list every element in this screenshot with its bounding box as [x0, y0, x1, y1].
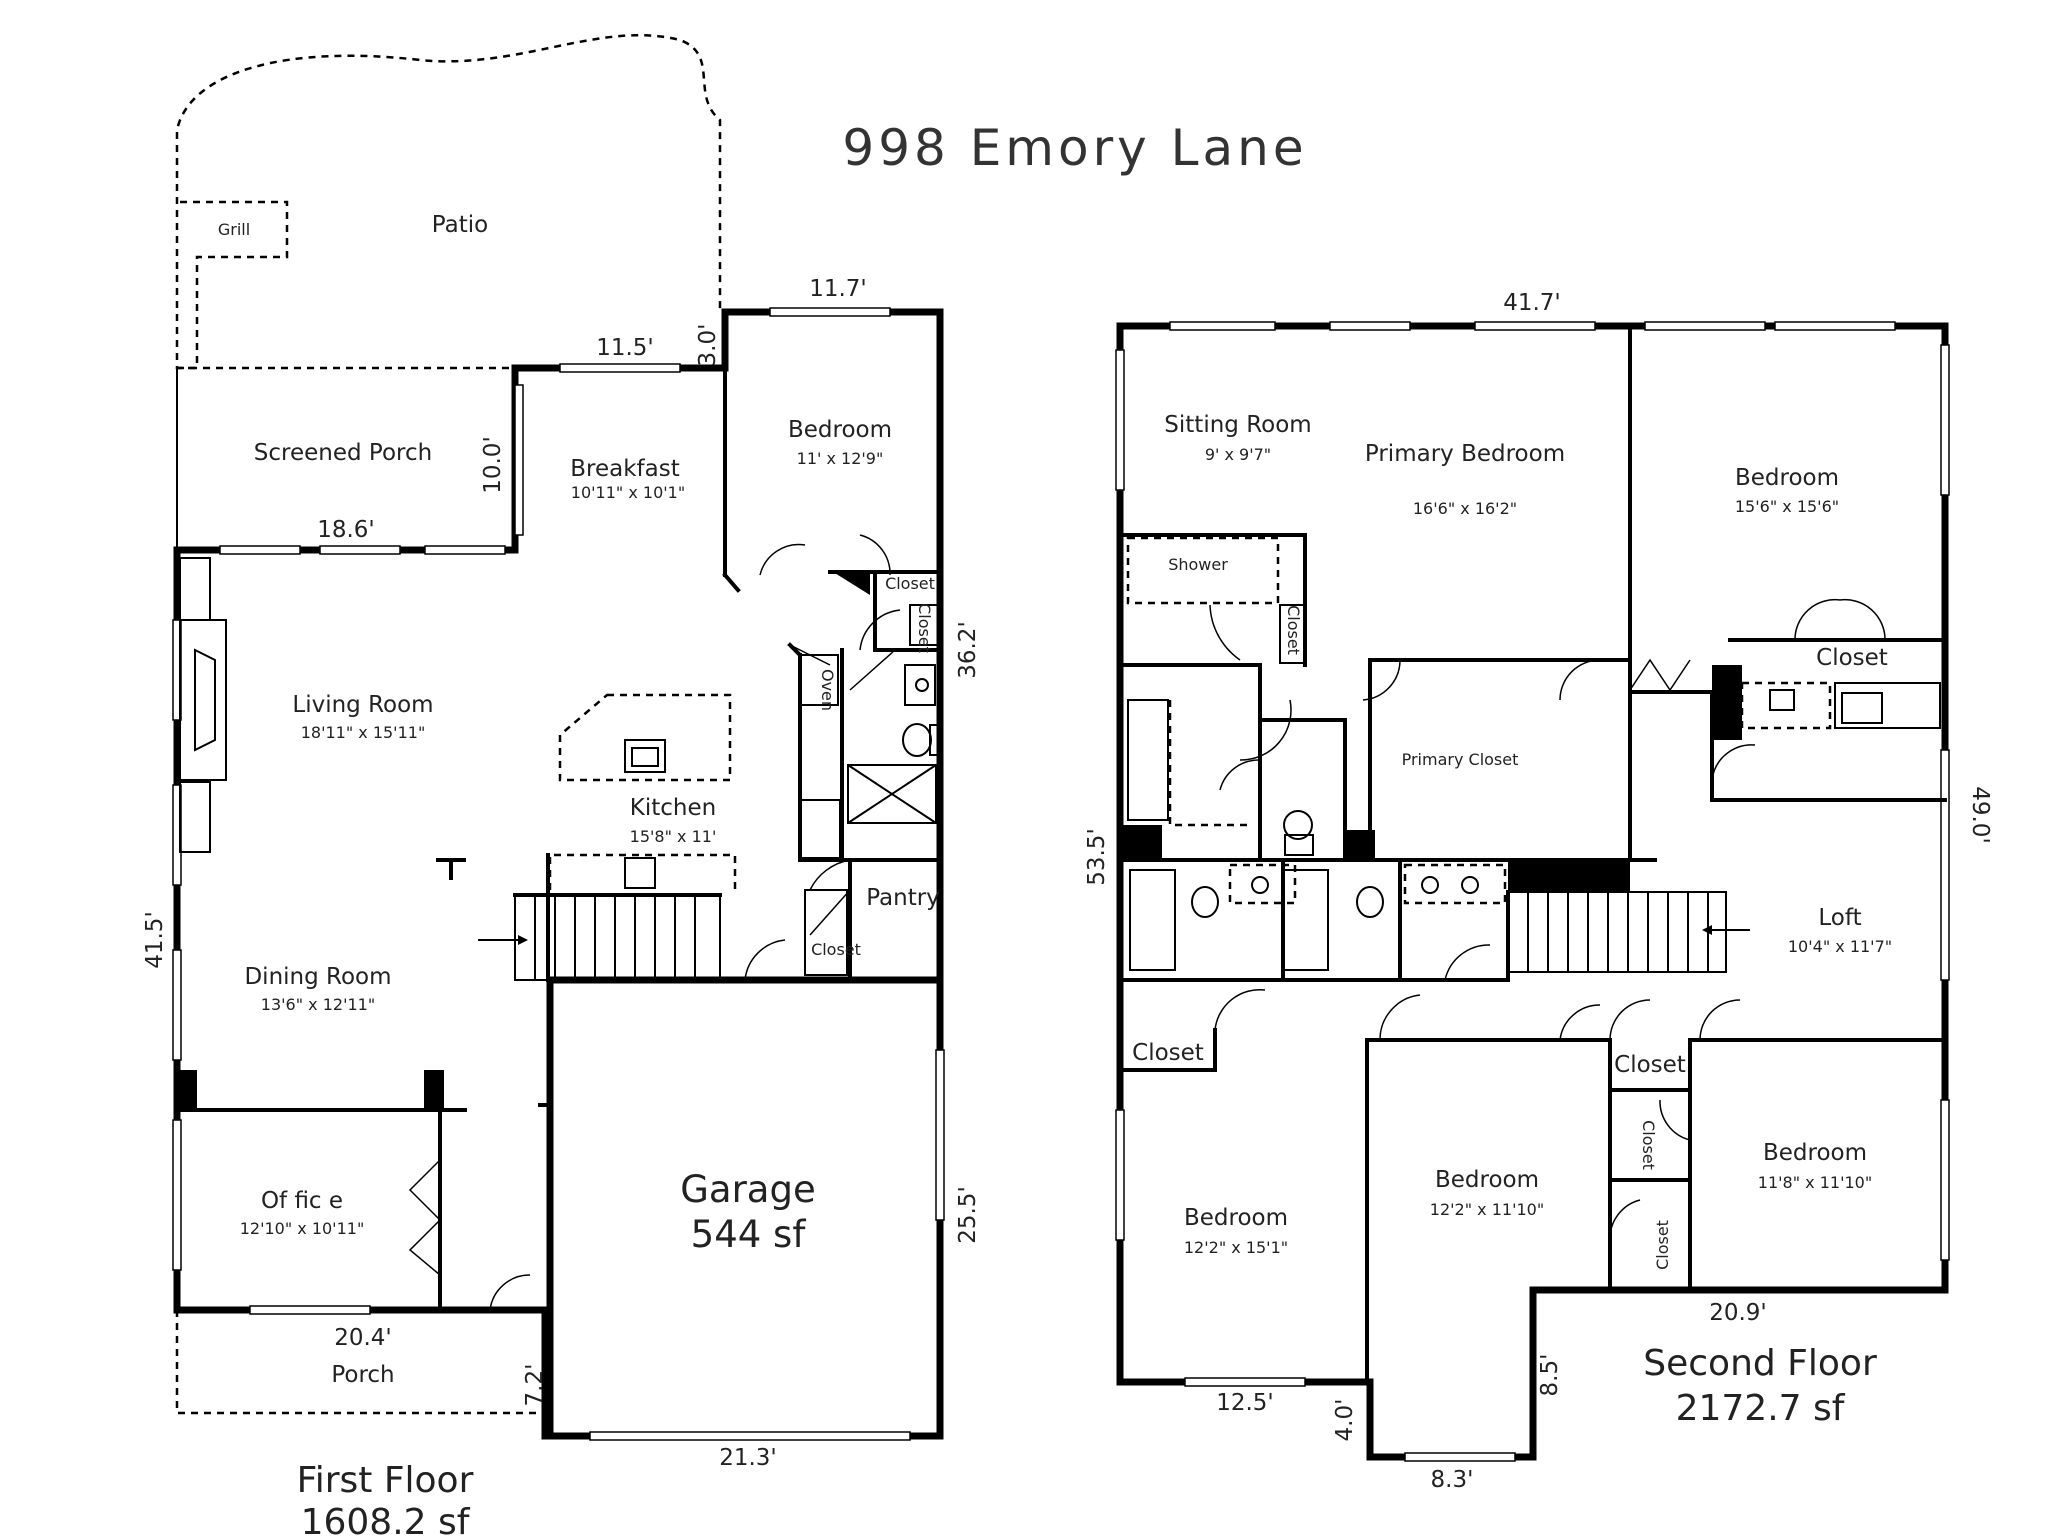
dim-right-depth-2: 49.0' [1967, 786, 1993, 844]
dim-lower-left-width: 12.5' [1216, 1390, 1274, 1416]
dim-garage-depth: 25.5' [955, 1186, 981, 1244]
sitting-room-label: Sitting Room [1164, 412, 1311, 438]
dim-bedroom-width: 11.7' [809, 276, 867, 302]
dim-porch-width: 18.6' [317, 517, 375, 543]
shower-label: Shower [1168, 555, 1228, 574]
patio-label: Patio [432, 212, 488, 238]
bedroom-4-label: Bedroom [1435, 1167, 1539, 1193]
loft-dims: 10'4" x 11'7" [1788, 937, 1892, 956]
porch-label: Porch [331, 1362, 394, 1388]
dining-room-label: Dining Room [244, 964, 391, 990]
primary-bedroom-label: Primary Bedroom [1365, 441, 1565, 467]
dim-breakfast-width: 11.5' [596, 335, 654, 361]
pantry-closet-label: Closet [811, 940, 861, 959]
dim-left-depth-2: 53.5' [1084, 828, 1110, 886]
bedroom-3-label: Bedroom [1184, 1205, 1288, 1231]
first-floor-area: 1608.2 sf [301, 1502, 471, 1536]
garage-label: Garage [680, 1168, 815, 1211]
garage-area: 544 sf [691, 1213, 807, 1256]
kitchen-island [558, 693, 732, 782]
sitting-room-dims: 9' x 9'7" [1205, 445, 1271, 464]
bedroom-closet-c-label: Closet [1653, 1220, 1672, 1270]
second-floor-plan [1115, 321, 1950, 1462]
bedroom-2-closet-label: Closet [1816, 645, 1888, 671]
loft-label: Loft [1818, 905, 1861, 931]
primary-bath-closet-label: Closet [1284, 605, 1303, 655]
bedroom-1-label: Bedroom [788, 417, 892, 443]
first-floor-label: First Floor [297, 1460, 474, 1501]
plan-title: 998 Emory Lane [842, 119, 1307, 177]
kitchen-label: Kitchen [630, 795, 716, 821]
hall-closet-2-label: Closet [1132, 1040, 1204, 1066]
primary-bedroom-dims: 16'6" x 16'2" [1413, 499, 1517, 518]
bedroom-closet-a-label: Closet [1614, 1052, 1686, 1078]
living-room-label: Living Room [292, 692, 433, 718]
bedroom-3-dims: 12'2" x 15'1" [1184, 1238, 1288, 1257]
dim-left-depth: 41.5' [142, 911, 168, 969]
bedroom-5-label: Bedroom [1763, 1140, 1867, 1166]
kitchen-dims: 15'8" x 11' [630, 827, 717, 846]
grill-label: Grill [218, 220, 250, 239]
bedroom-closet-b-label: Closet [1639, 1120, 1658, 1170]
dim-step-depth: 4.0' [1332, 1399, 1358, 1442]
patio-outline [175, 33, 722, 370]
second-floor-area: 2172.7 sf [1676, 1388, 1846, 1429]
second-floor-label: Second Floor [1643, 1343, 1877, 1384]
office-dims: 12'10" x 10'11" [240, 1219, 365, 1238]
dining-room-dims: 13'6" x 12'11" [261, 995, 375, 1014]
dim-top-width: 41.7' [1503, 290, 1561, 316]
dim-lower-right-width: 20.9' [1709, 1300, 1767, 1326]
bedroom-1-dims: 11' x 12'9" [797, 449, 884, 468]
primary-closet-label: Primary Closet [1402, 750, 1519, 769]
bedroom-2-dims: 15'6" x 15'6" [1735, 497, 1839, 516]
dim-step: 3.0' [695, 324, 721, 367]
breakfast-dims: 10'11" x 10'1" [571, 483, 685, 502]
bedroom-closet-label: Closet [885, 574, 935, 593]
office-label: Of fic e [261, 1188, 343, 1214]
dim-garage-width: 21.3' [719, 1445, 777, 1471]
dim-notch-depth: 8.5' [1537, 1354, 1563, 1397]
living-room-dims: 18'11" x 15'11" [301, 723, 426, 742]
oven-label: Oven [818, 669, 837, 711]
bedroom-5-dims: 11'8" x 11'10" [1758, 1173, 1872, 1192]
breakfast-label: Breakfast [570, 456, 680, 482]
dim-porch-step: 7.2' [522, 1364, 548, 1407]
bedroom-2-label: Bedroom [1735, 465, 1839, 491]
dim-right-depth: 36.2' [955, 621, 981, 679]
dim-front-width: 20.4' [334, 1325, 392, 1351]
screened-porch-label: Screened Porch [254, 440, 432, 466]
dim-porch-depth: 10.0' [480, 436, 506, 494]
hall-closet-label: Closet [915, 603, 934, 653]
dim-bottom-width: 8.3' [1431, 1467, 1474, 1493]
first-floor-plan [172, 33, 945, 1441]
pantry-label: Pantry [866, 885, 940, 911]
first-floor-exterior-wall [173, 308, 944, 1440]
grill-outline [180, 200, 289, 368]
bedroom-4-dims: 12'2" x 11'10" [1430, 1200, 1544, 1219]
